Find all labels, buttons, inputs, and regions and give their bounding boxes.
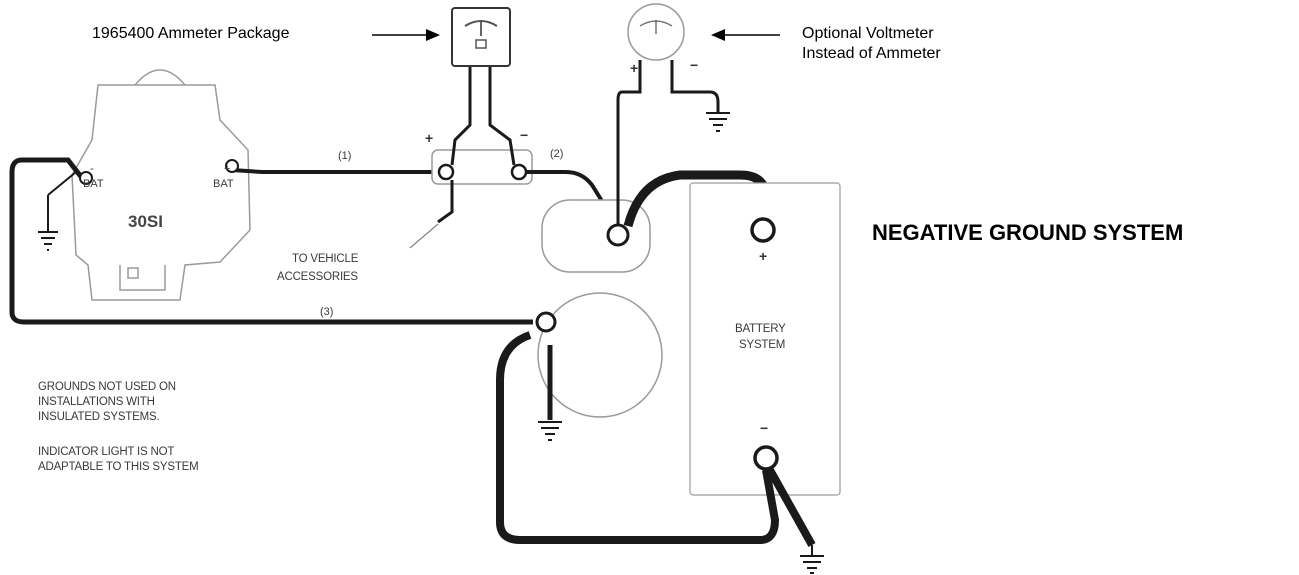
voltmeter-minus: −: [690, 57, 699, 73]
indicator-note-line1: INDICATOR LIGHT IS NOT: [38, 446, 175, 458]
voltmeter-gauge: [627, 3, 685, 61]
voltmeter-callout-line1: Optional Voltmeter: [802, 25, 934, 42]
battery: [689, 182, 841, 496]
ammeter-minus: −: [520, 127, 529, 143]
ammeter-junction: [431, 149, 533, 185]
battery-label-line2: SYSTEM: [739, 339, 786, 351]
wire-2: [526, 170, 617, 224]
starter-ground: [538, 421, 562, 441]
alternator: [71, 69, 251, 301]
grounds-note-line2: INSTALLATIONS WITH: [38, 396, 155, 408]
wire-1: [231, 168, 438, 174]
accessories-line1: TO VEHICLE: [292, 253, 359, 265]
starter-motor: [537, 199, 663, 418]
battery-plus: +: [759, 248, 768, 264]
wire-3: [9, 157, 533, 325]
ammeter-plus: +: [425, 130, 434, 146]
alternator-neg-terminal: BAT: [83, 178, 104, 190]
system-heading: NEGATIVE GROUND SYSTEM: [872, 220, 1184, 245]
ammeter-gauge: [451, 7, 511, 67]
wire-3-label: (3): [320, 306, 334, 318]
wire-2-label: (2): [550, 148, 564, 160]
wire-1-label: (1): [338, 150, 352, 162]
indicator-note-line2: ADAPTABLE TO THIS SYSTEM: [38, 461, 199, 473]
ammeter-callout: 1965400 Ammeter Package: [92, 25, 290, 42]
voltmeter-callout-line2: Instead of Ammeter: [802, 45, 941, 62]
voltmeter-ground: [706, 112, 730, 132]
ammeter-callout-arrow: [372, 29, 440, 41]
alternator-ground: [38, 195, 58, 251]
battery-label-line1: BATTERY: [735, 323, 786, 335]
alternator-model: 30SI: [128, 212, 163, 231]
accessories-line2: ACCESSORIES: [277, 271, 358, 283]
alternator-pos-terminal: BAT: [213, 178, 234, 190]
battery-minus: −: [760, 420, 769, 436]
alternator-neg-sign: -: [90, 163, 94, 175]
battery-negative-cable: [496, 331, 780, 544]
grounds-note-line1: GROUNDS NOT USED ON: [38, 381, 176, 393]
alternator-pos-sign: +: [224, 163, 231, 175]
battery-ground: [800, 545, 824, 574]
grounds-note-line3: INSULATED SYSTEMS.: [38, 411, 160, 423]
voltmeter-plus: +: [630, 60, 639, 76]
voltmeter-callout-arrow: [711, 29, 780, 41]
